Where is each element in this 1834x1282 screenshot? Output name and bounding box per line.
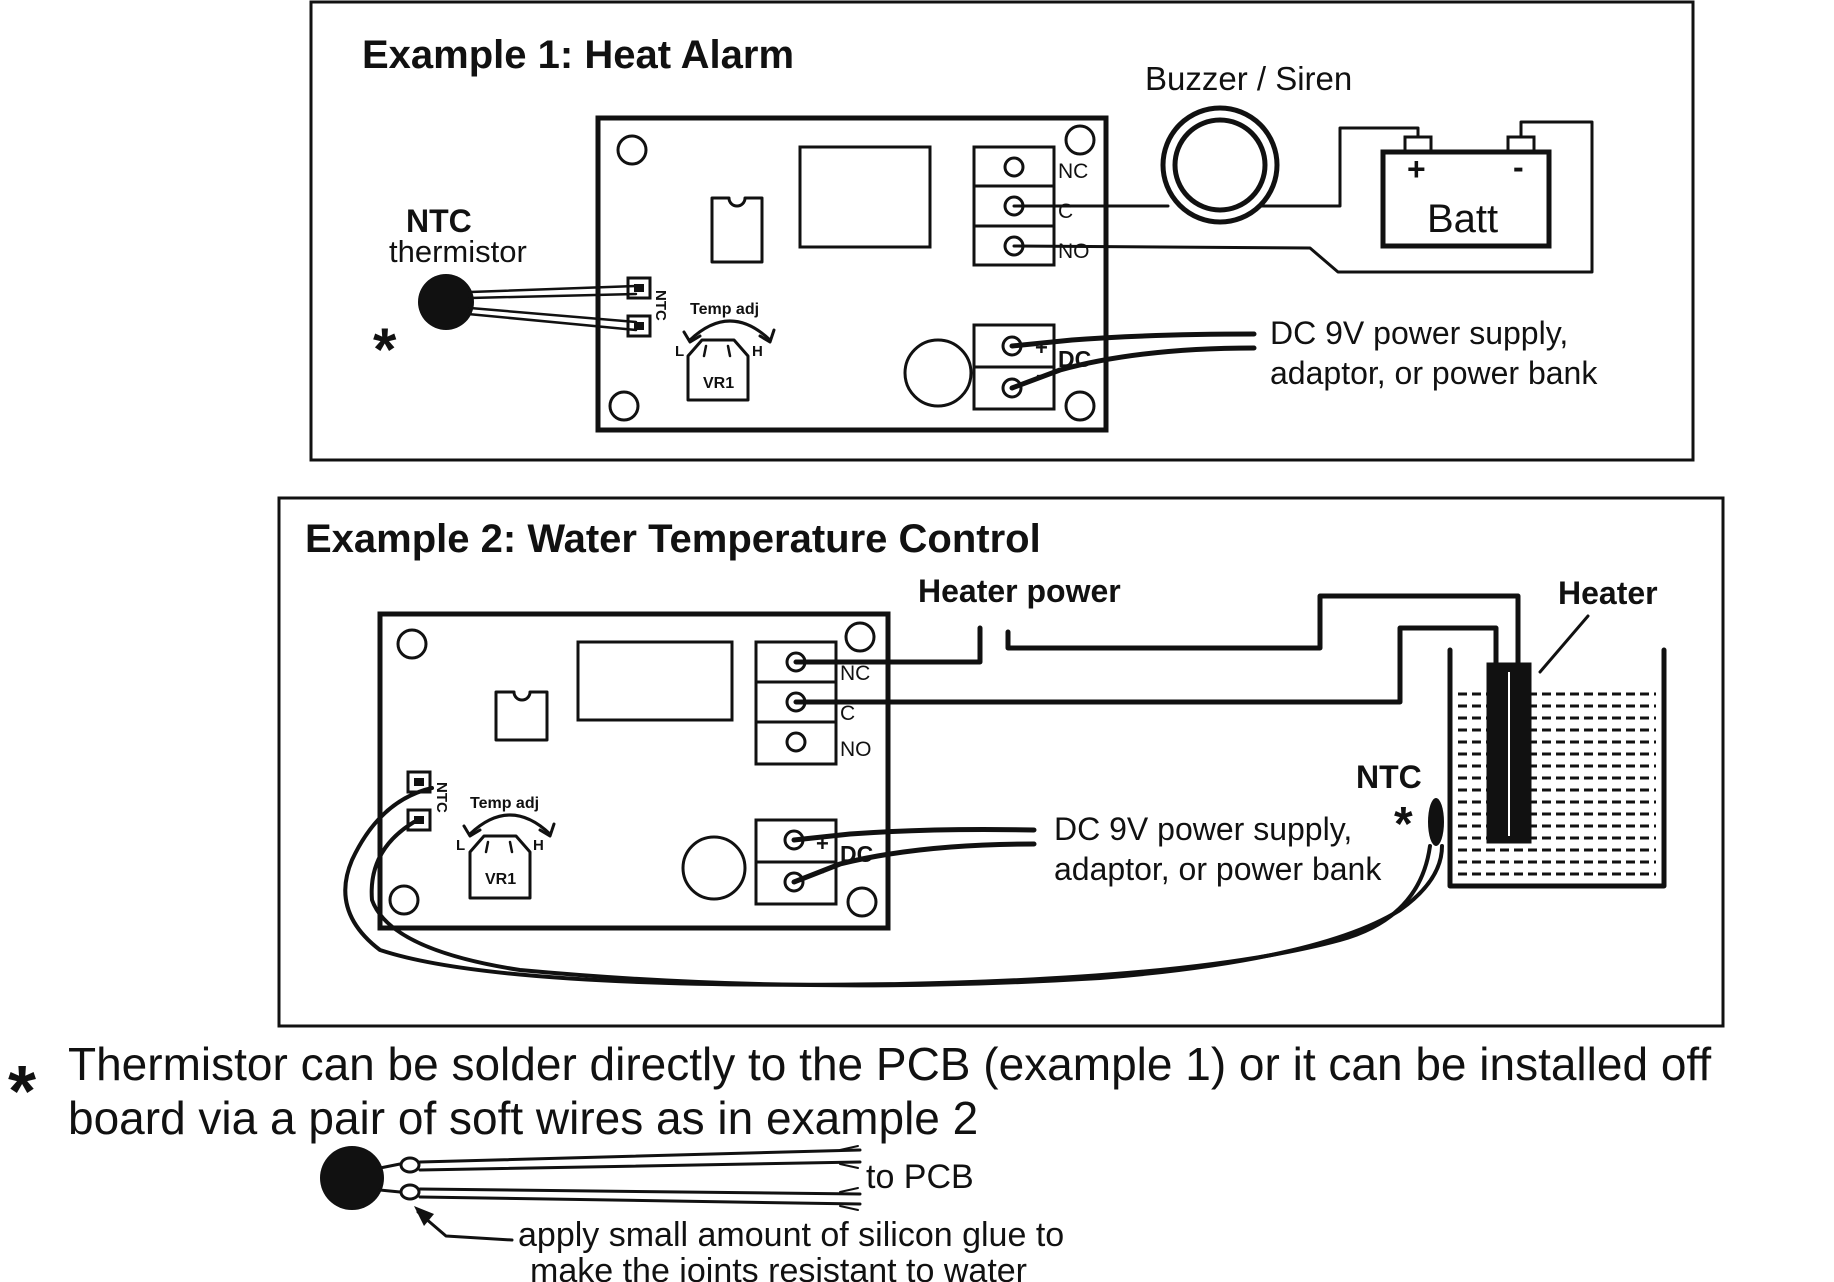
dc-plus-label: + xyxy=(1035,335,1048,360)
thermistor-bead xyxy=(320,1146,384,1210)
to-pcb-label: to PCB xyxy=(866,1158,974,1196)
terminal-label-c: C xyxy=(1058,200,1073,223)
buzzer-label: Buzzer / Siren xyxy=(1145,60,1352,97)
solder-joint xyxy=(399,1156,421,1174)
potentiometer-vr1 xyxy=(686,338,750,402)
example2-frame xyxy=(277,496,1725,1028)
mounting-hole xyxy=(1064,390,1096,422)
potentiometer-vr1 xyxy=(468,834,532,900)
thermistor-bead xyxy=(418,274,474,330)
pot-high-label: H xyxy=(533,837,544,854)
mounting-hole xyxy=(616,134,648,166)
power-label-line2: adaptor, or power bank xyxy=(1054,851,1382,887)
example1-pcb: NC C NO + - DC NTC Temp adj L H xyxy=(595,115,1109,433)
batt-label: Batt xyxy=(1427,197,1498,241)
relay xyxy=(576,640,734,722)
ntc-probe-tip xyxy=(1428,798,1444,846)
glue-note-line2: make the joints resistant to water xyxy=(530,1252,1027,1282)
footnote-asterisk: * xyxy=(8,1052,36,1132)
example1-alarm-circuit: Buzzer / Siren + - Batt xyxy=(1012,60,1594,274)
example1-frame xyxy=(309,0,1695,462)
ntc-label: NTC xyxy=(1356,759,1422,795)
footnote-line1: Thermistor can be solder directly to the… xyxy=(68,1038,1711,1090)
terminal-label-no: NO xyxy=(1058,240,1090,263)
example1-thermistor: NTC thermistor * xyxy=(373,203,638,383)
buzzer-component xyxy=(903,338,973,408)
power-label-line1: DC 9V power supply, xyxy=(1054,811,1352,847)
heater-label: Heater xyxy=(1558,575,1658,611)
pcb-ntc-label: NTC xyxy=(433,782,450,813)
footnote-line2: board via a pair of soft wires as in exa… xyxy=(68,1092,978,1144)
example2-heater-circuit: Heater power Heater xyxy=(793,573,1667,889)
mounting-hole xyxy=(846,886,878,918)
pot-low-label: L xyxy=(456,837,465,854)
batt-minus-label: - xyxy=(1513,149,1524,185)
mounting-hole xyxy=(608,390,640,422)
terminal-label-c: C xyxy=(840,702,855,725)
pot-label: VR1 xyxy=(703,375,734,392)
buzzer-component xyxy=(681,835,747,901)
adjust-arrow-icon xyxy=(688,319,772,342)
example2-panel: Example 2: Water Temperature Control NC … xyxy=(277,496,1725,1028)
relay xyxy=(798,145,932,249)
asterisk-marker: * xyxy=(373,316,397,383)
water-tank xyxy=(1447,647,1667,889)
terminal-screw xyxy=(1003,156,1025,178)
ic-chip xyxy=(710,196,764,264)
terminal-label-nc: NC xyxy=(1058,160,1088,183)
temp-adj-label: Temp adj xyxy=(470,795,539,812)
example2-ntc-probe: NTC * xyxy=(343,759,1444,988)
pcb-ntc-label: NTC xyxy=(652,290,669,321)
example2-title: Example 2: Water Temperature Control xyxy=(305,517,1041,561)
heater-power-label: Heater power xyxy=(918,573,1121,609)
thermistor-with-wires: to PCB apply small amount of silicon glu… xyxy=(320,1145,1064,1282)
pot-low-label: L xyxy=(675,343,684,360)
ic-chip xyxy=(494,690,549,742)
battery xyxy=(1380,149,1552,249)
pot-high-label: H xyxy=(752,343,763,360)
buzzer-siren xyxy=(1160,105,1280,225)
terminal-label-no: NO xyxy=(840,738,872,761)
footnote: * Thermistor can be solder directly to t… xyxy=(8,1038,1711,1282)
example1-title: Example 1: Heat Alarm xyxy=(362,33,794,77)
pot-label: VR1 xyxy=(485,871,516,888)
terminal-screw xyxy=(785,731,807,753)
temp-adj-label: Temp adj xyxy=(690,301,759,318)
ntc-label: NTC xyxy=(406,203,472,239)
example1-power-leads: DC 9V power supply, adaptor, or power ba… xyxy=(1009,315,1598,391)
mounting-hole xyxy=(396,628,428,660)
asterisk-marker: * xyxy=(1394,798,1413,851)
mounting-hole xyxy=(1064,124,1096,156)
thermistor-label: thermistor xyxy=(389,234,527,269)
example2-power-leads: DC 9V power supply, adaptor, or power ba… xyxy=(791,811,1382,887)
example1-panel: Example 1: Heat Alarm NC C NO xyxy=(309,0,1695,462)
mounting-hole xyxy=(388,884,420,916)
glue-note-line1: apply small amount of silicon glue to xyxy=(518,1216,1064,1254)
power-label-line1: DC 9V power supply, xyxy=(1270,315,1568,351)
adjust-arrow-icon xyxy=(468,813,552,836)
batt-plus-label: + xyxy=(1407,151,1426,187)
terminal-label-nc: NC xyxy=(840,662,870,685)
power-label-line2: adaptor, or power bank xyxy=(1270,355,1598,391)
solder-joint xyxy=(399,1183,421,1201)
dc-minus-label: - xyxy=(1036,362,1043,387)
mounting-hole xyxy=(844,621,876,653)
